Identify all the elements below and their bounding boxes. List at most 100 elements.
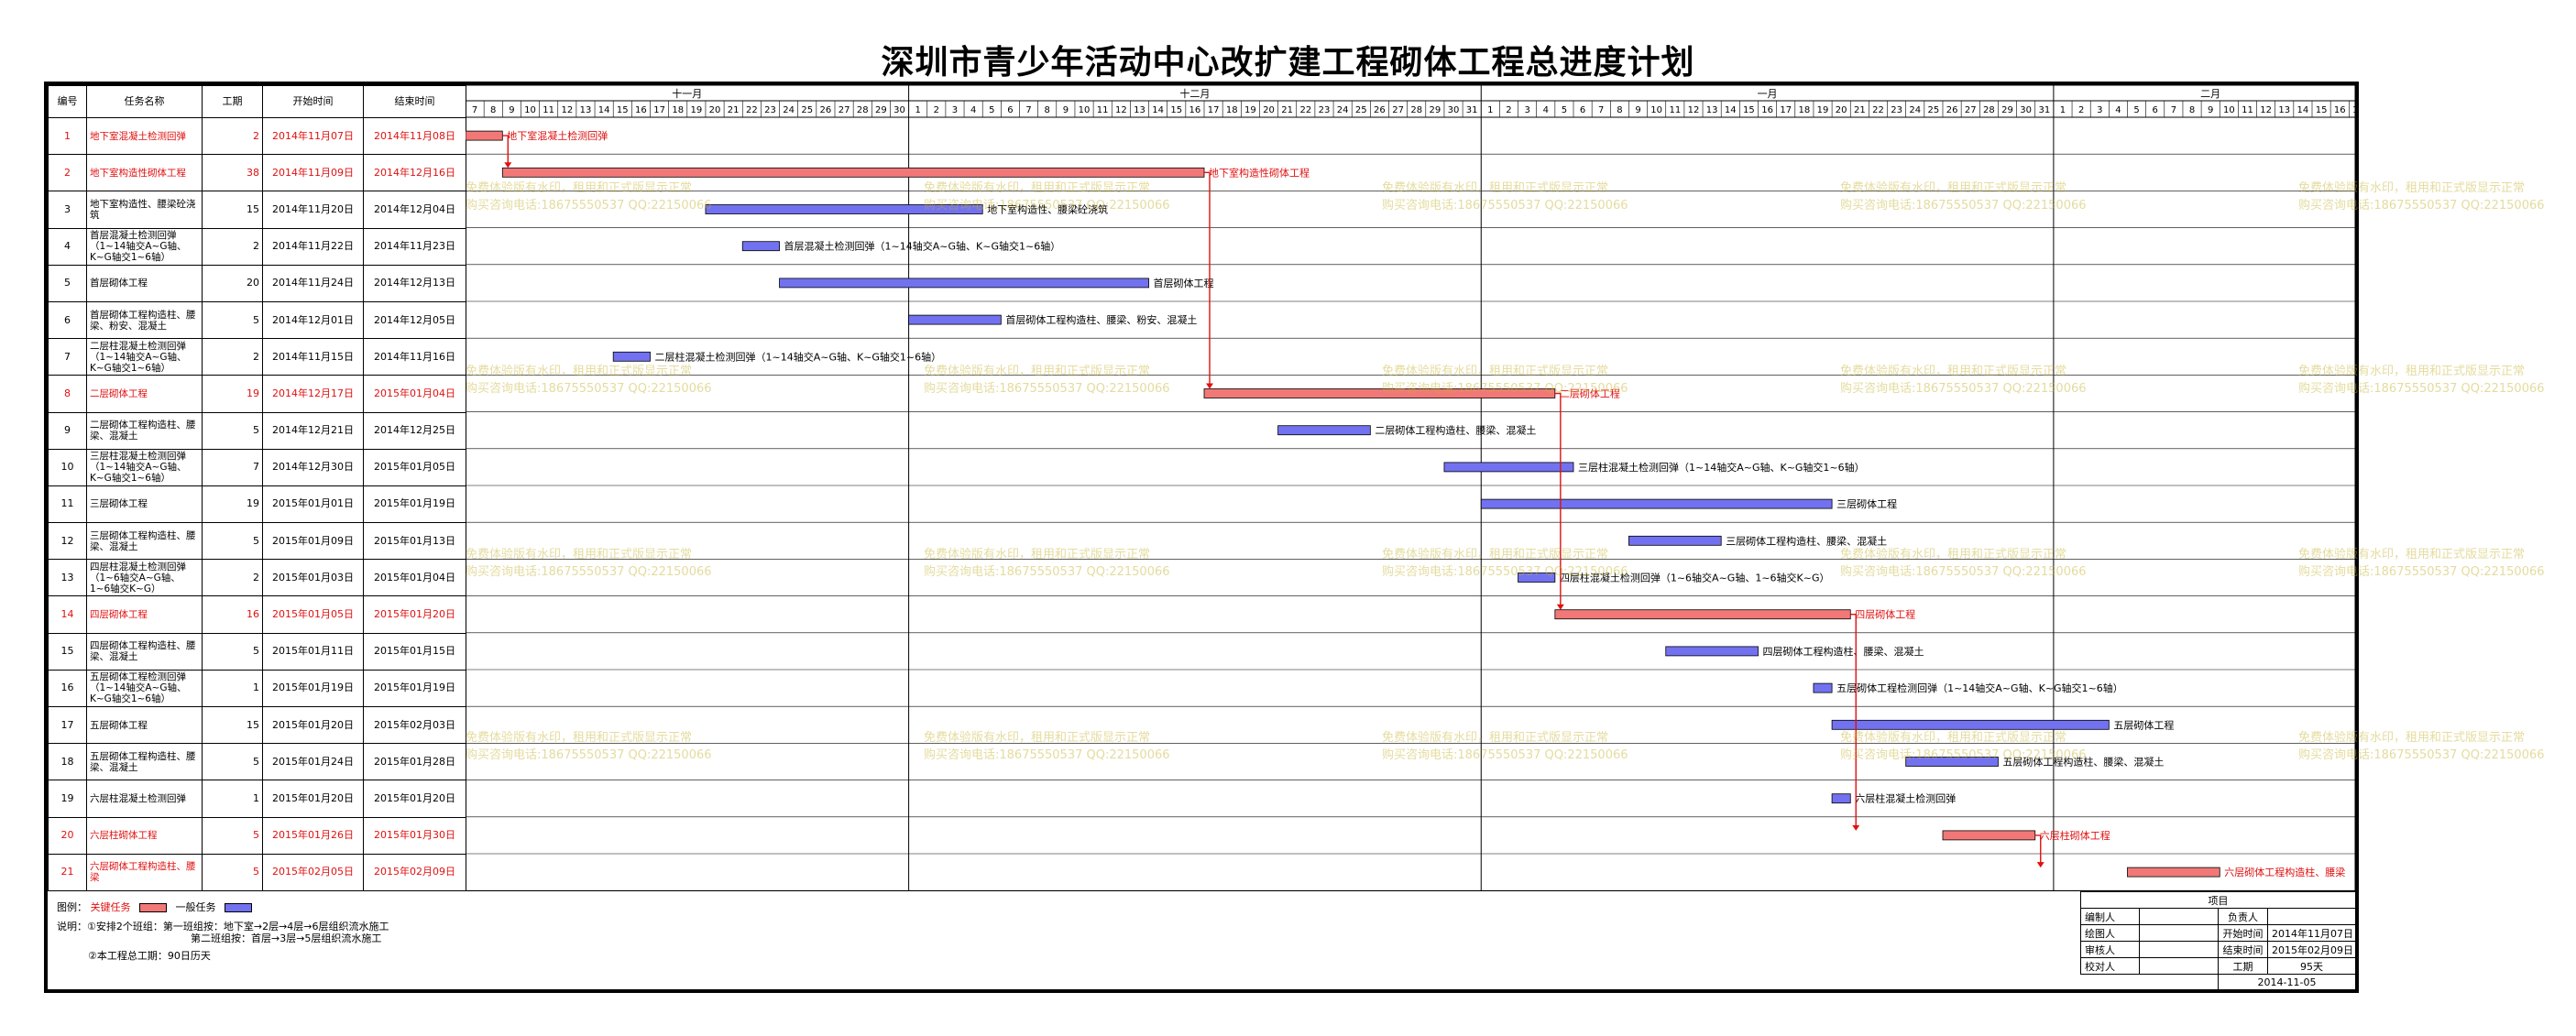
cell-name: 首层混凝土检测回弹（1~14轴交A~G轴、K~G轴交1~6轴） [86,227,203,266]
day-label: 9 [1635,105,1640,115]
title-block-key: 审核人 [2080,941,2140,958]
critical-link [2034,834,2042,867]
day-label: 16 [1189,105,1201,115]
bar-label: 三层柱混凝土检测回弹（1~14轴交A~G轴、K~G轴交1~6轴） [1578,461,1865,474]
cell-end: 2014年12月05日 [363,300,466,340]
day-label: 14 [1152,105,1164,115]
cell-end: 2014年11月23日 [363,227,466,266]
notes-line1b: 第二班组按：首层→3层→5层组织流水施工 [191,932,382,944]
title-block-key: 绘图人 [2080,924,2140,942]
day-label: 18 [1226,105,1238,115]
cell-id: 1 [48,116,87,156]
cell-duration: 7 [202,448,263,486]
cell-id: 7 [48,338,87,376]
day-label: 31 [2038,105,2050,115]
title-block-value [2139,957,2219,975]
day-label: 23 [1891,105,1902,115]
legend: 图例： 关键任务 一般任务 [57,900,258,915]
day-label: 9 [2208,105,2213,115]
day-label: 11 [1097,105,1109,115]
day-label: 25 [1928,105,1940,115]
cell-end: 2015年01月13日 [363,522,466,561]
title-block-key: 开始时间 [2218,924,2268,942]
day-label: 12 [1688,105,1700,115]
day-label: 11 [1669,105,1681,115]
month-label: 十一月 [672,87,702,100]
bar-label: 首层砌体工程 [1154,277,1214,289]
cell-start: 2014年12月30日 [262,448,364,486]
task-bar [1480,498,1833,509]
day-label: 8 [490,105,496,115]
day-label: 17 [1208,105,1220,115]
notes: 说明： ①安排2个班组：第一班组按：地下室→2层→4层→6层组织流水施工 第二班… [57,921,389,962]
cell-start: 2014年11月15日 [262,338,364,376]
cell-id: 8 [48,375,87,413]
day-label: 24 [1909,105,1921,115]
legend-normal-swatch [225,903,252,912]
cell-end: 2015年01月20日 [363,595,466,634]
title-block-value [2267,908,2356,925]
day-label: 28 [1983,105,1995,115]
day-label: 7 [1025,105,1031,115]
title-block-key: 编制人 [2080,908,2140,925]
task-bar [1831,793,1851,804]
day-label: 3 [2097,105,2102,115]
col-header-name: 任务名称 [86,85,203,118]
legend-critical-swatch [139,903,167,912]
cell-end: 2015年02月03日 [363,705,466,745]
day-label: 14 [1725,105,1737,115]
day-label: 2 [934,105,939,115]
day-label: 7 [1598,105,1604,115]
cell-duration: 2 [202,338,263,376]
task-bar [1831,719,2110,730]
day-label: 1 [1487,105,1493,115]
day-label: 2 [2078,105,2084,115]
notes-label: 说明： [57,921,87,932]
cell-duration: 2 [202,559,263,597]
day-label: 6 [2153,105,2158,115]
day-label: 22 [1872,105,1884,115]
bar-label: 四层砌体工程 [1855,608,1915,621]
task-bar [1665,646,1759,657]
cell-id: 15 [48,632,87,671]
cell-id: 3 [48,191,87,229]
day-label: 8 [1617,105,1622,115]
cell-start: 2015年01月03日 [262,559,364,597]
day-label: 12 [1115,105,1127,115]
cell-id: 4 [48,227,87,266]
cell-duration: 5 [202,816,263,855]
cell-start: 2015年01月05日 [262,595,364,634]
day-label: 9 [509,105,514,115]
cell-end: 2015年01月19日 [363,485,466,524]
task-bar [1905,757,1999,767]
day-label: 13 [1134,105,1145,115]
task-bar [1518,573,1556,583]
day-label: 19 [1244,105,1256,115]
task-bar [1443,462,1574,473]
day-label: 12 [2260,105,2272,115]
task-bar [908,314,1002,325]
cell-start: 2015年01月24日 [262,743,364,781]
day-label: 17 [1780,105,1792,115]
task-bar [612,351,651,362]
month-label: 二月 [2200,88,2220,100]
cell-id: 9 [48,411,87,450]
bar-label: 五层砌体工程检测回弹（1~14轴交A~G轴、K~G轴交1~6轴） [1836,682,2123,694]
day-label: 13 [580,105,592,115]
title-block-value: 2014年11月07日 [2267,924,2356,942]
notes-line2: ②本工程总工期：90日历天 [88,950,211,962]
task-bar [779,278,1149,289]
bar-label: 五层砌体工程 [2113,718,2174,731]
day-label: 24 [783,105,795,115]
critical-task-bar [1554,609,1851,620]
day-label: 29 [1430,105,1441,115]
title-block-value: 2015年02月09日 [2267,941,2356,958]
notes-line1a: ①安排2个班组：第一班组按：地下室→2层→4层→6层组织流水施工 [87,921,389,932]
